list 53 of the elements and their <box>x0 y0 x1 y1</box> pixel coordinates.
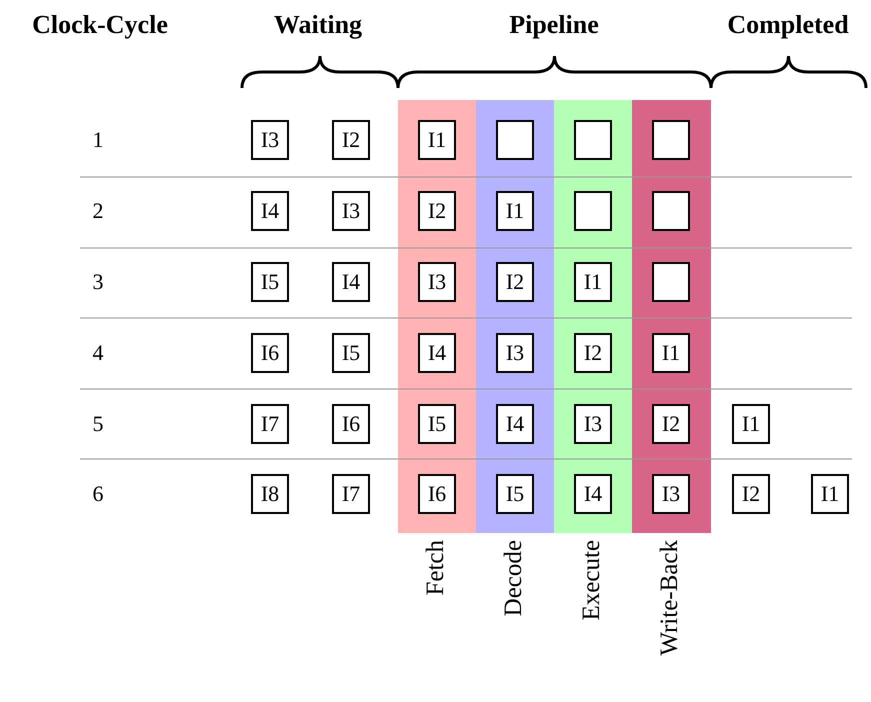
instruction-box: I6 <box>332 404 370 444</box>
instruction-box: I2 <box>574 333 612 373</box>
stage-label: Fetch <box>422 540 450 596</box>
instruction-box: I6 <box>251 333 289 373</box>
instruction-box: I3 <box>418 262 456 302</box>
cycle-number: 3 <box>92 269 104 295</box>
instruction-box: I4 <box>496 404 534 444</box>
empty-slot-box <box>574 120 612 160</box>
instruction-box: I1 <box>418 120 456 160</box>
empty-slot-box <box>652 191 690 231</box>
empty-slot-box <box>574 191 612 231</box>
instruction-box: I7 <box>251 404 289 444</box>
column-heading: Completed <box>727 10 849 40</box>
instruction-box: I2 <box>652 404 690 444</box>
stage-label: Decode <box>500 540 528 616</box>
instruction-box: I5 <box>496 474 534 514</box>
instruction-box: I4 <box>332 262 370 302</box>
cycle-number: 5 <box>92 411 104 437</box>
empty-slot-box <box>652 120 690 160</box>
stage-label: Write-Back <box>656 540 684 656</box>
instruction-box: I1 <box>652 333 690 373</box>
cycle-number: 6 <box>92 481 104 507</box>
instruction-box: I3 <box>652 474 690 514</box>
instruction-box: I1 <box>732 404 770 444</box>
instruction-box: I5 <box>332 333 370 373</box>
instruction-box: I2 <box>732 474 770 514</box>
instruction-box: I7 <box>332 474 370 514</box>
cycle-number: 2 <box>92 198 104 224</box>
stage-label: Execute <box>578 540 606 621</box>
instruction-box: I3 <box>251 120 289 160</box>
column-heading: Clock-Cycle <box>32 10 168 40</box>
instruction-box: I4 <box>574 474 612 514</box>
cycle-number: 1 <box>92 127 104 153</box>
instruction-box: I4 <box>418 333 456 373</box>
instruction-box: I6 <box>418 474 456 514</box>
instruction-box: I3 <box>574 404 612 444</box>
column-heading: Waiting <box>274 10 362 40</box>
instruction-box: I1 <box>574 262 612 302</box>
column-heading: Pipeline <box>509 10 599 40</box>
instruction-box: I1 <box>496 191 534 231</box>
instruction-box: I1 <box>811 474 849 514</box>
instruction-box: I3 <box>496 333 534 373</box>
empty-slot-box <box>496 120 534 160</box>
instruction-box: I5 <box>418 404 456 444</box>
instruction-box: I8 <box>251 474 289 514</box>
instruction-box: I5 <box>251 262 289 302</box>
instruction-box: I3 <box>332 191 370 231</box>
empty-slot-box <box>652 262 690 302</box>
instruction-box: I2 <box>418 191 456 231</box>
cycle-number: 4 <box>92 340 104 366</box>
instruction-box: I2 <box>496 262 534 302</box>
instruction-box: I4 <box>251 191 289 231</box>
instruction-box: I2 <box>332 120 370 160</box>
